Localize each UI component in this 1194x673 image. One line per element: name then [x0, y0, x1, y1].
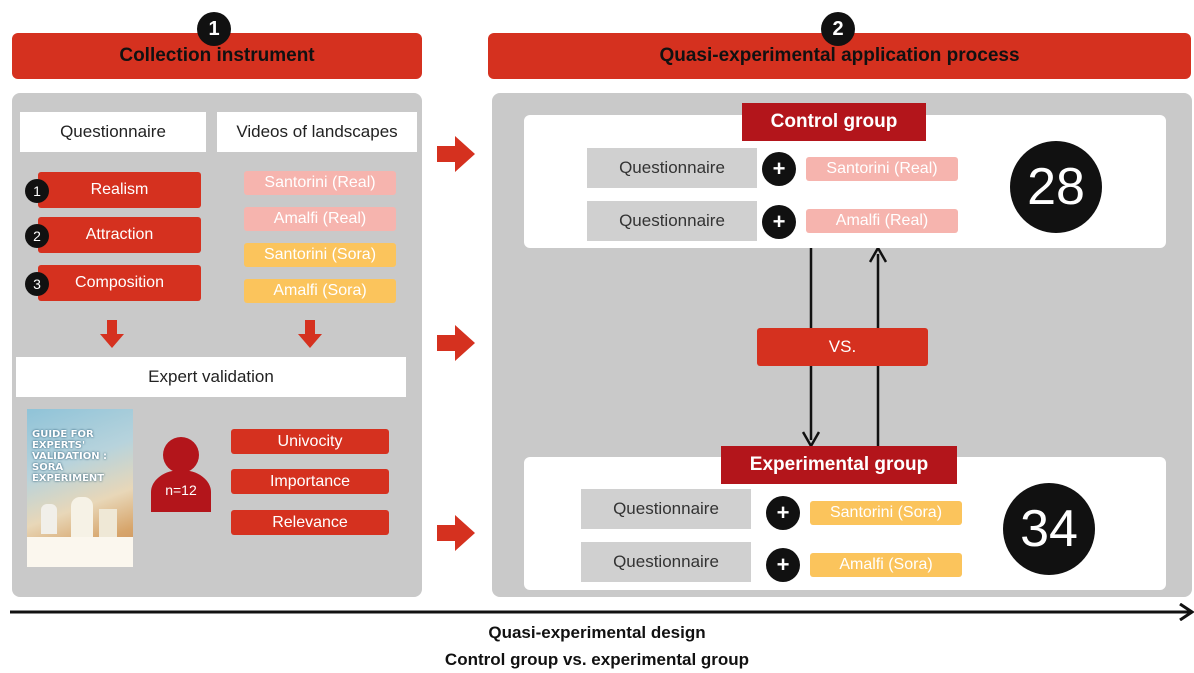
dimension-attraction: Attraction: [38, 217, 201, 253]
experimental-video-amalfi-sora: Amalfi (Sora): [810, 553, 962, 577]
right-arrow-icon: [437, 325, 475, 361]
dimension-2-number: 2: [25, 224, 49, 248]
collection-instrument-title: Collection instrument: [119, 45, 315, 66]
experimental-questionnaire-1: Questionnaire: [581, 489, 751, 529]
expert-validation-box: Expert validation: [16, 357, 406, 397]
video-santorini-sora: Santorini (Sora): [244, 243, 396, 267]
control-questionnaire-1: Questionnaire: [587, 148, 757, 188]
right-arrow-icon: [437, 136, 475, 172]
step-2-badge: 2: [821, 12, 855, 46]
control-video-amalfi-real: Amalfi (Real): [806, 209, 958, 233]
down-arrow-icon: [298, 320, 322, 348]
plus-icon: +: [762, 205, 796, 239]
criterion-relevance: Relevance: [231, 510, 389, 535]
step-1-badge: 1: [197, 12, 231, 46]
dimension-composition: Composition: [38, 265, 201, 301]
dimension-1-number: 1: [25, 179, 49, 203]
experimental-questionnaire-2: Questionnaire: [581, 542, 751, 582]
video-santorini-real: Santorini (Real): [244, 171, 396, 195]
criterion-univocity: Univocity: [231, 429, 389, 454]
dimension-realism: Realism: [38, 172, 201, 208]
control-questionnaire-2: Questionnaire: [587, 201, 757, 241]
person-icon: [151, 437, 211, 512]
plus-icon: +: [766, 548, 800, 582]
versus-label: VS.: [757, 328, 928, 366]
timeline-arrow-icon: [10, 603, 1194, 621]
control-group-label: Control group: [742, 103, 926, 141]
video-amalfi-sora: Amalfi (Sora): [244, 279, 396, 303]
criterion-importance: Importance: [231, 469, 389, 494]
experts-count: n=12: [165, 482, 197, 498]
plus-icon: +: [766, 496, 800, 530]
questionnaire-column-header: Questionnaire: [20, 112, 206, 152]
dimension-3-number: 3: [25, 272, 49, 296]
plus-icon: +: [762, 152, 796, 186]
footer-title: Quasi-experimental design: [488, 623, 706, 642]
down-arrow-icon: [100, 320, 124, 348]
videos-column-header: Videos of landscapes: [217, 112, 417, 152]
experimental-group-label: Experimental group: [721, 446, 957, 484]
footer-subtitle: Control group vs. experimental group: [444, 650, 750, 669]
guide-cover-title: GUIDE FOR EXPERTS' VALIDATION : SORA EXP…: [32, 429, 108, 484]
application-process-title: Quasi-experimental application process: [659, 45, 1020, 66]
experimental-group-count: 34: [1003, 483, 1095, 575]
control-group-count: 28: [1010, 141, 1102, 233]
right-arrow-icon: [437, 515, 475, 551]
control-video-santorini-real: Santorini (Real): [806, 157, 958, 181]
experimental-video-santorini-sora: Santorini (Sora): [810, 501, 962, 525]
guide-cover-image: GUIDE FOR EXPERTS' VALIDATION : SORA EXP…: [27, 409, 133, 567]
video-amalfi-real: Amalfi (Real): [244, 207, 396, 231]
